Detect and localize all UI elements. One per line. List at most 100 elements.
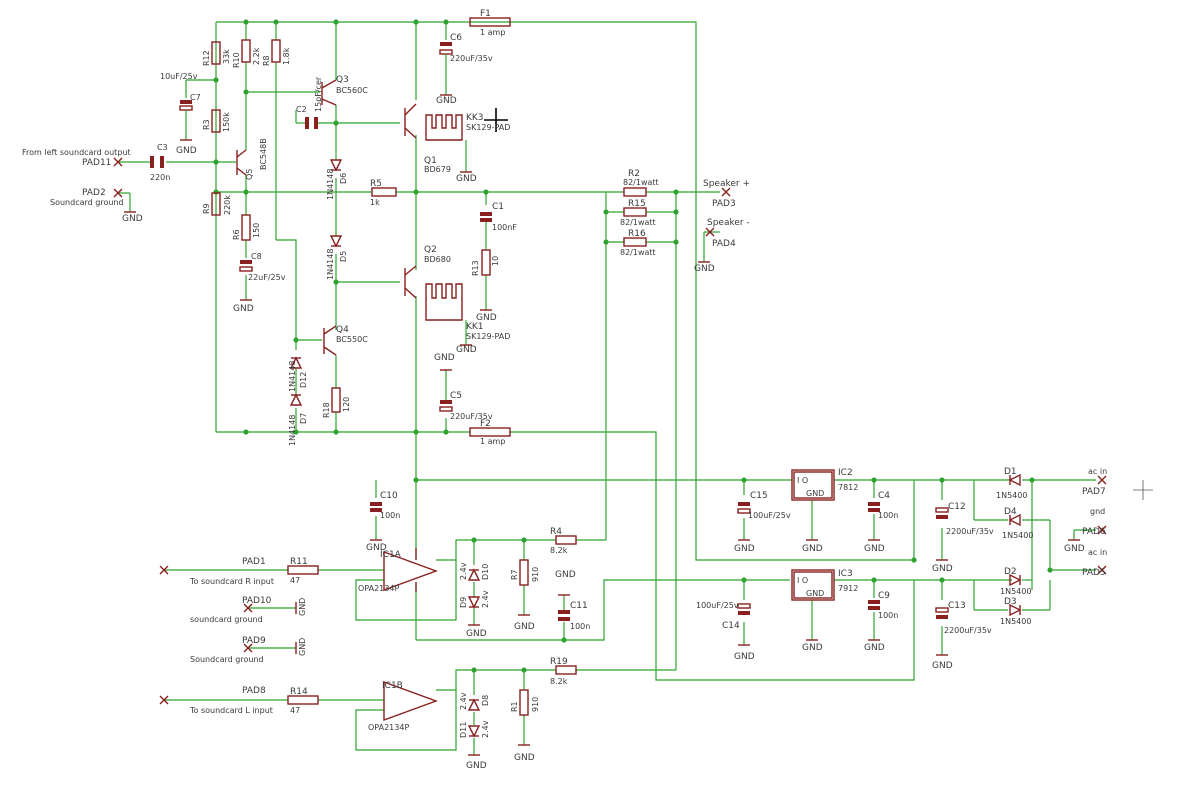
- label-R15: R15: [628, 199, 646, 209]
- label-PAD9: PAD9: [242, 636, 266, 646]
- pad-markers: [113, 157, 1107, 705]
- opamps: [383, 548, 439, 722]
- label-D2: D2: [1004, 567, 1017, 577]
- value-Q3: BC560C: [336, 86, 368, 95]
- gnd-pad-label: gnd: [1090, 507, 1105, 516]
- gnd-label: GND: [864, 544, 885, 554]
- value-R4: 8.2k: [550, 546, 568, 555]
- value-D9: 2.4v: [481, 590, 490, 608]
- label-KK1: KK1: [466, 322, 484, 332]
- gnd-label: GND: [298, 638, 307, 656]
- value-C1: 100nF: [492, 223, 517, 232]
- value-D2: 1N5400: [1000, 587, 1031, 596]
- value-F1: 1 amp: [480, 28, 505, 37]
- value-R16: 82/1watt: [620, 248, 656, 257]
- gnd-label: GND: [233, 304, 254, 314]
- label-PAD10: PAD10: [242, 596, 272, 606]
- value-C8: 22uF/25v: [248, 273, 286, 282]
- speaker-plus-label: Speaker +: [703, 179, 750, 189]
- label-R13: R13: [471, 260, 480, 276]
- value-C9: 100n: [878, 611, 898, 620]
- label-R6: R6: [232, 229, 241, 240]
- label-D3: D3: [1004, 597, 1017, 607]
- label-IC1B: IC1B: [382, 681, 403, 691]
- label-IC2: IC2: [838, 468, 853, 478]
- label-D8: D8: [481, 695, 490, 706]
- label-PAD5: PAD5: [1082, 568, 1106, 578]
- value-C14: 100uF/25v: [696, 601, 739, 610]
- pad10-description: soundcard ground: [190, 615, 263, 624]
- label-PAD8: PAD8: [242, 686, 266, 696]
- pad11-description: From left soundcard output: [22, 148, 131, 157]
- label-C15: C15: [750, 491, 768, 501]
- label-C12: C12: [948, 502, 966, 512]
- value-IC1B: OPA2134P: [368, 723, 409, 732]
- value-C2: 15pF/cer: [314, 76, 323, 112]
- value-Q5: BC548B: [259, 138, 268, 170]
- label-KK3: KK3: [466, 113, 484, 123]
- label-C5: C5: [450, 391, 462, 401]
- resistors: [211, 17, 647, 716]
- value-IC3: 7912: [838, 584, 858, 593]
- gnd-label: GND: [122, 214, 143, 224]
- heatsinks: [425, 114, 463, 321]
- gnd-label: GND: [456, 345, 477, 355]
- value-R18: 120: [342, 397, 351, 412]
- value-R6: 150: [252, 223, 261, 238]
- label-C2: C2: [296, 105, 307, 114]
- value-C3: 220n: [150, 173, 170, 182]
- value-D12: 1N4148: [288, 361, 297, 392]
- gnd-label: GND: [434, 353, 455, 363]
- pad8-description: To soundcard L input: [189, 706, 273, 715]
- label-R14: R14: [290, 687, 308, 697]
- label-Q3: Q3: [336, 75, 349, 85]
- value-Q2: BD680: [424, 255, 451, 264]
- gnd-label: GND: [864, 643, 885, 653]
- value-R19: 8.2k: [550, 677, 568, 686]
- regulator3-io-pins: I O: [797, 576, 808, 585]
- diodes: [289, 159, 1022, 738]
- label-C8: C8: [251, 252, 262, 261]
- label-PAD2: PAD2: [82, 188, 106, 198]
- gnd-label: GND: [466, 629, 487, 639]
- value-R3: 150k: [222, 112, 231, 132]
- label-R16: R16: [628, 229, 646, 239]
- label-C13: C13: [948, 601, 966, 611]
- value-KK1: SK129-PAD: [466, 332, 510, 341]
- label-R8: R8: [262, 55, 271, 66]
- label-R5: R5: [370, 179, 382, 189]
- label-D12: D12: [299, 372, 308, 388]
- acin2-label: ac in: [1088, 548, 1107, 557]
- label-C14: C14: [722, 621, 740, 631]
- value-R12: 33k: [222, 49, 231, 64]
- label-R18: R18: [322, 402, 331, 418]
- value-R8: 1.8k: [282, 47, 291, 65]
- label-R4: R4: [550, 527, 562, 537]
- value-C15: 100uF/25v: [748, 511, 791, 520]
- label-PAD4: PAD4: [712, 239, 736, 249]
- value-C7: 10uF/25v: [160, 72, 198, 81]
- value-Q4: BC550C: [336, 335, 368, 344]
- value-R10: 2.2k: [252, 47, 261, 65]
- ground-symbols: [124, 94, 1080, 756]
- label-PAD7: PAD7: [1082, 487, 1106, 497]
- value-R1: 910: [531, 697, 540, 712]
- label-R11: R11: [290, 557, 308, 567]
- label-PAD6: PAD6: [1082, 527, 1106, 537]
- label-PAD1: PAD1: [242, 557, 266, 567]
- label-D6: D6: [339, 173, 348, 184]
- speaker-minus-label: Speaker -: [707, 218, 750, 228]
- value-R7: 910: [531, 567, 540, 582]
- gnd-label: GND: [802, 643, 823, 653]
- value-C13: 2200uF/35v: [944, 626, 992, 635]
- label-IC3: IC3: [838, 569, 853, 579]
- label-IC1A: IC1A: [380, 550, 402, 560]
- label-D5: D5: [339, 251, 348, 262]
- gnd-label: GND: [734, 652, 755, 662]
- label-C10: C10: [380, 491, 398, 501]
- crosshair-cursor-icon: [484, 108, 508, 132]
- label-D10: D10: [481, 564, 490, 580]
- value-IC1A: OPA2134P: [358, 584, 399, 593]
- gnd-label: GND: [734, 544, 755, 554]
